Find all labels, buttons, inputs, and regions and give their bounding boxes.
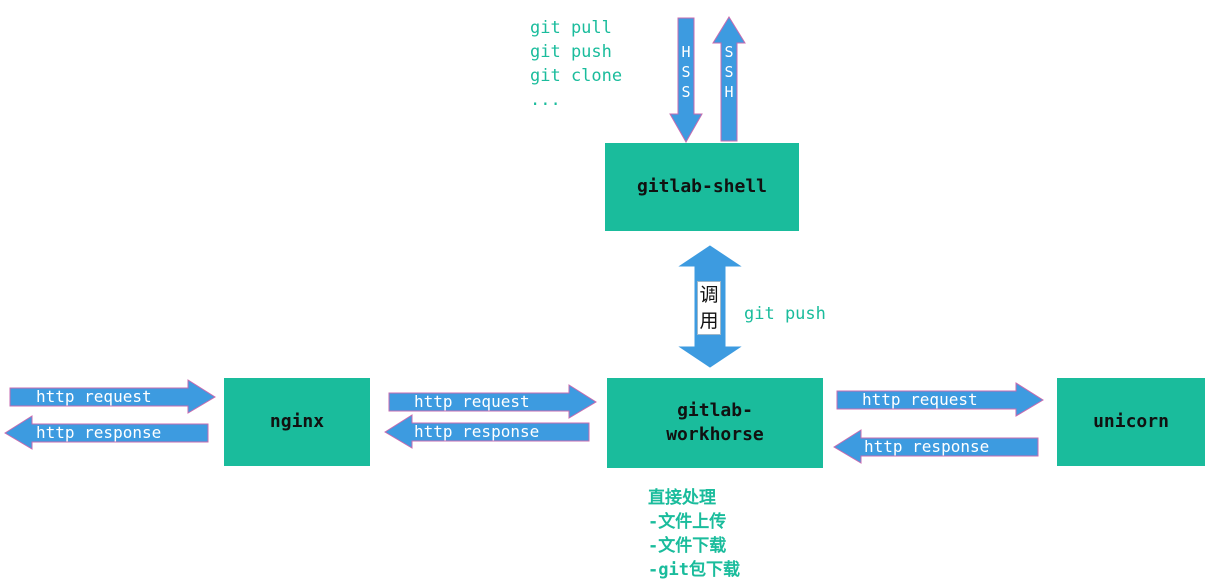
ssh-up-label: SSH: [724, 43, 734, 101]
client-nginx-response-arrow: [4, 415, 209, 450]
nginx-node: nginx: [224, 378, 370, 466]
workhorse-unicorn-request-label: http request: [862, 390, 978, 409]
unicorn-node: unicorn: [1057, 378, 1205, 466]
direct-handling-item-git-pack: -git包下载: [648, 560, 740, 580]
call-label-char2: 用: [699, 310, 719, 332]
nginx-workhorse-response-label: http response: [414, 422, 540, 441]
nginx-workhorse-response-arrow: [384, 414, 590, 449]
nginx-label: nginx: [269, 410, 325, 432]
direct-handling-item-upload: -文件上传: [648, 512, 727, 532]
gitlab-workhorse-node: gitlab- workhorse: [607, 378, 823, 468]
nginx-workhorse-request-label: http request: [414, 392, 530, 411]
git-clone-text: git clone: [530, 66, 623, 86]
git-commands-note: git pull git push git clone ...: [530, 16, 622, 112]
direct-handling-title: 直接处理: [648, 488, 716, 508]
workhorse-unicorn-response-arrow: [833, 429, 1039, 464]
client-nginx-response-label: http response: [36, 423, 162, 442]
client-nginx-request-label: http request: [36, 387, 152, 406]
ssh-down-arrow: [669, 17, 703, 144]
git-pull-text: git pull: [530, 18, 612, 38]
direct-handling-item-download: -文件下载: [648, 536, 727, 556]
call-label-char1: 调: [699, 284, 719, 306]
direct-handling-note: 直接处理 -文件上传 -文件下载 -git包下载: [648, 486, 740, 582]
client-nginx-request-arrow: [9, 379, 216, 414]
gitlab-shell-node: gitlab-shell: [605, 143, 799, 231]
workhorse-unicorn-response-label: http response: [864, 437, 990, 456]
git-push-text: git push: [530, 42, 612, 62]
git-push-side-note: git push: [744, 304, 826, 324]
unicorn-label: unicorn: [1093, 410, 1169, 432]
gitlab-shell-label: gitlab-shell: [636, 175, 768, 197]
ssh-down-label: HSS: [681, 43, 691, 101]
workhorse-unicorn-request-arrow: [836, 382, 1044, 417]
git-more-text: ...: [530, 90, 561, 110]
ssh-up-arrow: [712, 16, 746, 142]
nginx-workhorse-request-arrow: [388, 384, 597, 419]
gitlab-workhorse-label-line1: gitlab-: [677, 399, 753, 421]
call-label: 调 用: [697, 281, 721, 335]
gitlab-workhorse-label-line2: workhorse: [666, 424, 764, 445]
